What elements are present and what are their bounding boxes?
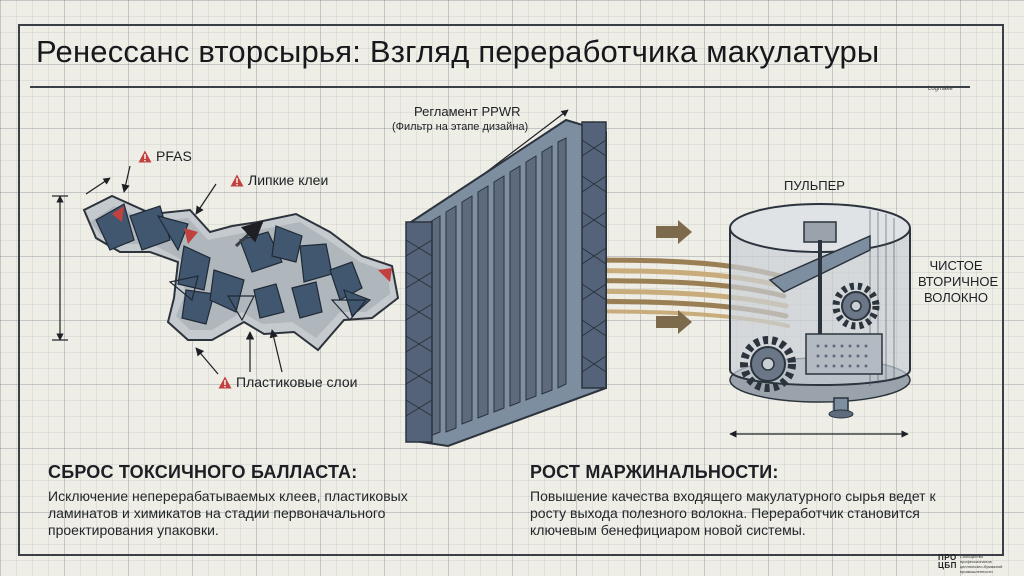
margin-growth-text: Повышение качества входящего макулатурно… — [530, 488, 970, 539]
pfas-label: PFAS — [138, 148, 192, 164]
warning-triangle-icon — [218, 376, 232, 389]
warning-triangle-icon — [230, 174, 244, 187]
regulation-subtitle: (Фильтр на этапе дизайна) — [392, 121, 528, 133]
brand-logo: ПРО ЦБП Сообщество профессионалов целлюл… — [938, 554, 1004, 574]
clean-fiber-label: ЧИСТОЕ ВТОРИЧНОЕ ВОЛОКНО — [918, 258, 994, 306]
arrow-right-icon — [656, 220, 692, 334]
pulper-machine — [730, 204, 910, 418]
pulper-label: ПУЛЬПЕР — [784, 178, 845, 193]
regulation-title: Регламент PPWR — [414, 104, 521, 119]
warning-triangle-icon — [138, 150, 152, 163]
adhesives-label: Липкие клеи — [230, 172, 328, 188]
toxic-ballast-heading: СБРОС ТОКСИЧНОГО БАЛЛАСТА: — [48, 462, 357, 483]
mixed-waste-stream — [84, 196, 398, 350]
margin-growth-heading: РОСТ МАРЖИНАЛЬНОСТИ: — [530, 462, 779, 483]
ppwr-filter — [406, 120, 606, 446]
plastic-layers-label: Пластиковые слои — [218, 374, 357, 390]
toxic-ballast-text: Исключение неперерабатываемых клеев, пла… — [48, 488, 468, 539]
